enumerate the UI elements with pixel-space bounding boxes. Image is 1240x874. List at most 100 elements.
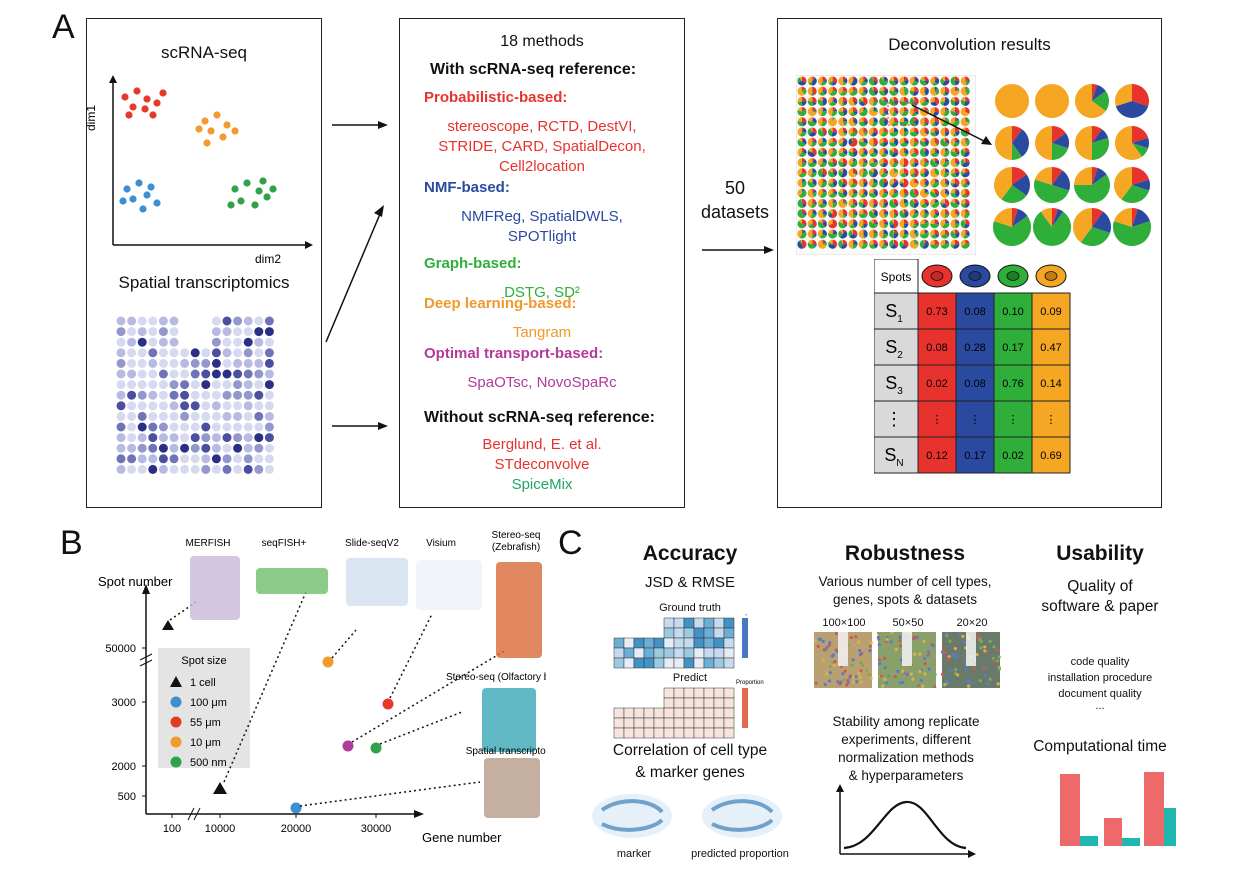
pie-slice	[858, 137, 864, 143]
pie-slice	[861, 223, 865, 229]
quality-line2: software & paper	[1041, 598, 1159, 615]
spot	[116, 337, 126, 347]
pie-slice	[909, 97, 916, 106]
spot	[190, 454, 200, 464]
pie-slice	[863, 168, 865, 173]
spot	[158, 380, 168, 390]
pie-slice	[832, 81, 837, 86]
pie-slice	[950, 183, 955, 187]
y-tick: 50000	[105, 643, 136, 655]
pie-slice	[868, 117, 874, 127]
heatmap-cell	[653, 647, 665, 659]
pie-slice	[960, 107, 970, 117]
pie-slice	[853, 117, 858, 125]
pie-slice	[912, 198, 915, 204]
pie-slice	[831, 209, 838, 219]
pie-slice	[842, 162, 847, 168]
pie-slice	[839, 168, 843, 173]
pie-slice	[828, 161, 835, 168]
pie-slice	[889, 76, 894, 81]
heatmap-cell	[723, 697, 735, 709]
usability-title: Usability	[1056, 542, 1144, 565]
pie-slice	[828, 219, 838, 229]
pie-slice	[934, 121, 939, 127]
pie-slice	[873, 232, 878, 239]
pie-slice	[863, 219, 868, 225]
pie-slice	[832, 168, 837, 173]
pie-slice	[893, 117, 899, 122]
spot	[137, 380, 147, 390]
pie-slice	[934, 168, 937, 173]
pie-slice	[842, 239, 848, 245]
pie-slice	[1001, 185, 1027, 203]
cell-dot	[263, 193, 271, 201]
pie-slice	[868, 147, 874, 155]
pie-slice	[930, 152, 939, 157]
pie-slice	[812, 76, 816, 81]
pie-slice	[812, 127, 817, 134]
pie-slice	[900, 81, 907, 86]
spot	[148, 401, 158, 411]
spot	[243, 411, 253, 421]
pie-slice	[924, 148, 929, 157]
pie-slice	[890, 147, 894, 153]
pie-slice	[797, 107, 802, 112]
pie-slice	[853, 150, 858, 157]
spot	[169, 358, 179, 368]
heatmap-cell	[713, 617, 725, 629]
spot	[116, 433, 126, 443]
pie-slice	[832, 170, 838, 177]
dim2-label: dim2	[255, 252, 281, 266]
pie-slice	[940, 188, 949, 198]
pie-slice	[899, 158, 904, 168]
x-tick: 10000	[205, 823, 236, 835]
pie-slice	[950, 158, 958, 168]
spot	[148, 358, 158, 368]
pie-slice	[853, 127, 858, 132]
pie-slice	[944, 148, 949, 153]
pie-slice	[919, 239, 925, 249]
pie-slice	[965, 188, 970, 198]
pie-slice	[934, 239, 940, 246]
pie-slice	[832, 230, 838, 235]
pie-slice	[797, 209, 806, 219]
spot	[201, 358, 211, 368]
pie-slice	[955, 131, 960, 137]
pie-slice	[1012, 208, 1028, 227]
proportion-value: 0.17	[964, 450, 985, 462]
pie-slice	[940, 198, 945, 204]
pie-slice	[868, 76, 875, 86]
cell-dot	[201, 117, 209, 125]
pie-slice	[1113, 208, 1132, 227]
pie-slice	[901, 209, 904, 214]
robustness-line1: Various number of cell types,	[818, 574, 992, 589]
platform-thumbnail	[482, 688, 536, 752]
pie-slice	[802, 198, 807, 205]
pie-slice	[812, 158, 815, 163]
legend-marker	[170, 696, 182, 708]
pie-slice	[891, 152, 899, 157]
spot	[169, 422, 179, 432]
pie-slice	[883, 168, 888, 173]
pie-slice	[904, 96, 909, 102]
spot	[137, 443, 147, 453]
pie-slice	[807, 180, 816, 188]
pie-slice	[802, 76, 807, 83]
pie-slice	[812, 96, 817, 103]
heatmap-cell	[713, 647, 725, 659]
pie-slice	[995, 126, 1012, 160]
heatmap-cell	[703, 647, 715, 659]
proportion-value: 0.08	[964, 306, 985, 318]
spot	[222, 433, 232, 443]
pie-slice	[838, 152, 847, 157]
pie-slice	[808, 81, 813, 86]
pie-slice	[873, 147, 875, 153]
zoom-arrow	[911, 104, 992, 145]
pie-slice	[848, 86, 853, 95]
pie-slice	[961, 96, 966, 102]
pie-slice	[822, 97, 827, 106]
pie-slice	[965, 139, 970, 147]
pie-slice	[883, 149, 889, 155]
pie-slice	[832, 201, 838, 208]
spot	[148, 390, 158, 400]
